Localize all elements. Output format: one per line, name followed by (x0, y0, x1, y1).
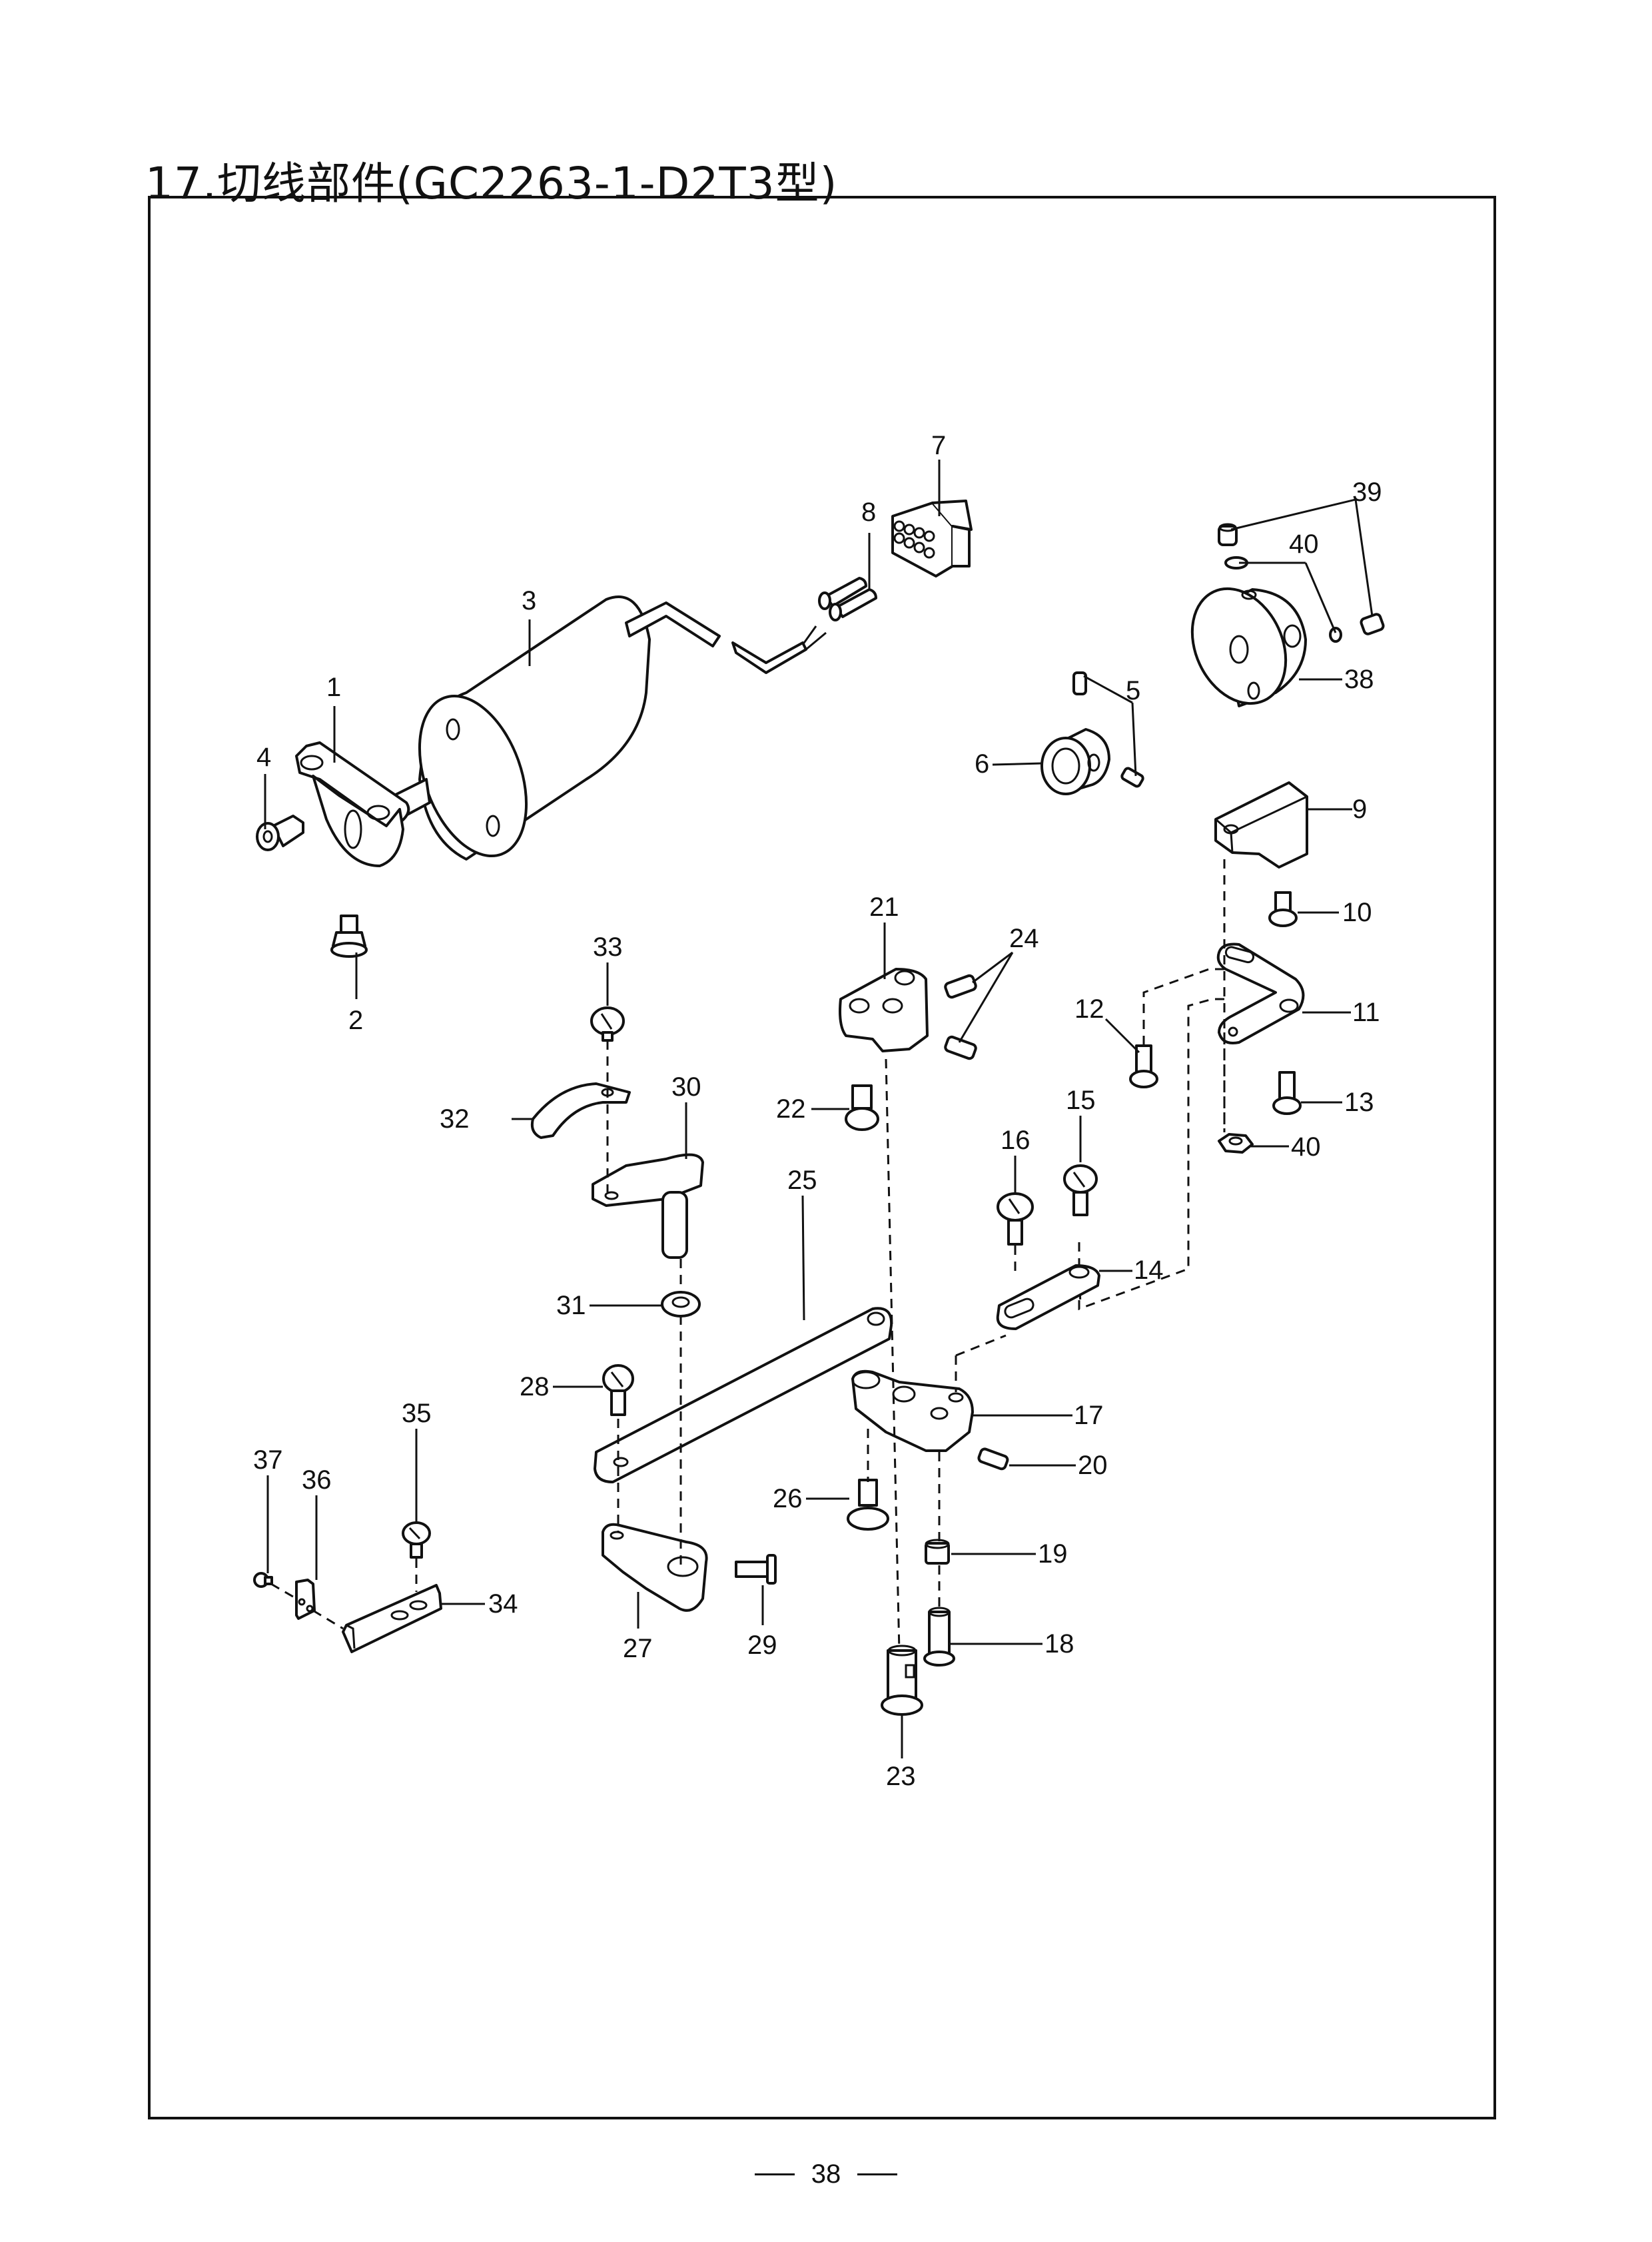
page-number: 38 (811, 2159, 841, 2189)
part-lever-27 (602, 1523, 708, 1612)
part-screw-13 (1272, 1071, 1302, 1115)
part-screw-2 (330, 915, 368, 958)
callout-12: 12 (1074, 994, 1104, 1024)
part-screw-35 (402, 1521, 431, 1559)
part-lever-11 (1216, 942, 1305, 1044)
callout-24: 24 (1009, 924, 1039, 953)
part-lever-30 (592, 1153, 704, 1259)
part-nut-40 (1218, 1133, 1254, 1154)
callout-34: 34 (488, 1589, 518, 1619)
callout-38: 38 (1344, 665, 1374, 694)
callout-36: 36 (302, 1465, 332, 1495)
callout-23: 23 (886, 1762, 916, 1791)
part-washer-31 (661, 1291, 701, 1317)
part-shaft-23 (881, 1645, 923, 1716)
callout-28: 28 (520, 1372, 550, 1401)
part-shaft-18 (923, 1607, 955, 1667)
callout-31: 31 (556, 1291, 586, 1320)
part-motor-bracket (295, 741, 410, 867)
part-screw-10 (1268, 891, 1298, 927)
callout-40-upper: 40 (1289, 530, 1319, 559)
part-setscrew-20 (977, 1447, 1009, 1471)
diagram-frame (148, 196, 1496, 2119)
callout-2: 2 (348, 1006, 363, 1035)
callout-7: 7 (931, 431, 946, 460)
callout-21: 21 (869, 893, 899, 922)
callout-26: 26 (773, 1484, 803, 1513)
part-screw-22 (845, 1084, 879, 1131)
callout-18: 18 (1044, 1629, 1074, 1659)
part-screw-28 (602, 1364, 634, 1416)
part-screw-37 (253, 1572, 273, 1588)
part-block-17 (851, 1369, 974, 1452)
callout-27: 27 (623, 1634, 653, 1663)
callout-19: 19 (1038, 1539, 1068, 1569)
part-screw-26 (847, 1479, 889, 1531)
callout-9: 9 (1352, 795, 1367, 824)
callout-1: 1 (326, 673, 341, 702)
callout-39: 39 (1352, 478, 1382, 507)
callout-11: 11 (1352, 998, 1380, 1027)
callout-14: 14 (1134, 1256, 1164, 1285)
part-terminals (818, 577, 877, 621)
part-screw-15 (1063, 1164, 1098, 1216)
part-screw-4 (256, 815, 304, 851)
part-link-25 (594, 1307, 893, 1483)
callout-13: 13 (1344, 1088, 1374, 1117)
part-block-21 (839, 968, 929, 1052)
assembly-lines (270, 859, 1226, 1653)
part-cover-32 (530, 1082, 631, 1139)
part-setscrew-24 (944, 974, 977, 1060)
part-screw-33 (590, 1006, 625, 1042)
callout-22: 22 (776, 1094, 806, 1124)
callout-33: 33 (593, 933, 623, 962)
callout-16: 16 (1001, 1126, 1031, 1155)
part-link-14 (996, 1264, 1100, 1330)
footer-rule-right (857, 2173, 898, 2175)
part-block-9 (1214, 781, 1308, 869)
callout-15: 15 (1066, 1086, 1096, 1115)
callout-37: 37 (253, 1445, 283, 1475)
callout-17: 17 (1074, 1401, 1104, 1430)
callout-3: 3 (522, 586, 536, 615)
part-collar-38 (1190, 587, 1307, 707)
part-plate-36 (295, 1579, 316, 1620)
callout-20: 20 (1078, 1451, 1108, 1480)
part-screw-29 (735, 1554, 777, 1585)
part-motor (374, 595, 827, 861)
callout-29: 29 (747, 1631, 777, 1660)
callout-labels: 1 2 3 4 5 6 7 8 9 10 11 12 13 14 15 16 1… (253, 431, 1382, 1791)
leader-lines (264, 460, 1374, 1758)
callout-4: 4 (256, 743, 271, 772)
part-screw-16 (997, 1192, 1034, 1246)
callout-6: 6 (975, 749, 989, 779)
callout-10: 10 (1342, 898, 1372, 927)
callout-8: 8 (861, 498, 876, 527)
callout-30: 30 (671, 1072, 701, 1102)
part-knife-34 (342, 1584, 442, 1653)
footer-rule-left (754, 2173, 795, 2175)
callout-35: 35 (402, 1399, 432, 1428)
part-connector (891, 500, 973, 577)
part-screw-12 (1129, 1044, 1158, 1088)
part-collar-6 (1040, 728, 1110, 795)
page-title: 17.切线部件(GC2263-1-D2T3型) (145, 158, 838, 209)
part-bush-19 (925, 1539, 950, 1565)
callout-32: 32 (440, 1104, 470, 1134)
part-setscrew-39 (1218, 523, 1385, 635)
page-footer: 38 (0, 2158, 1652, 2189)
callout-40-lower: 40 (1291, 1132, 1321, 1162)
callout-5: 5 (1126, 676, 1140, 705)
callout-25: 25 (787, 1166, 817, 1195)
